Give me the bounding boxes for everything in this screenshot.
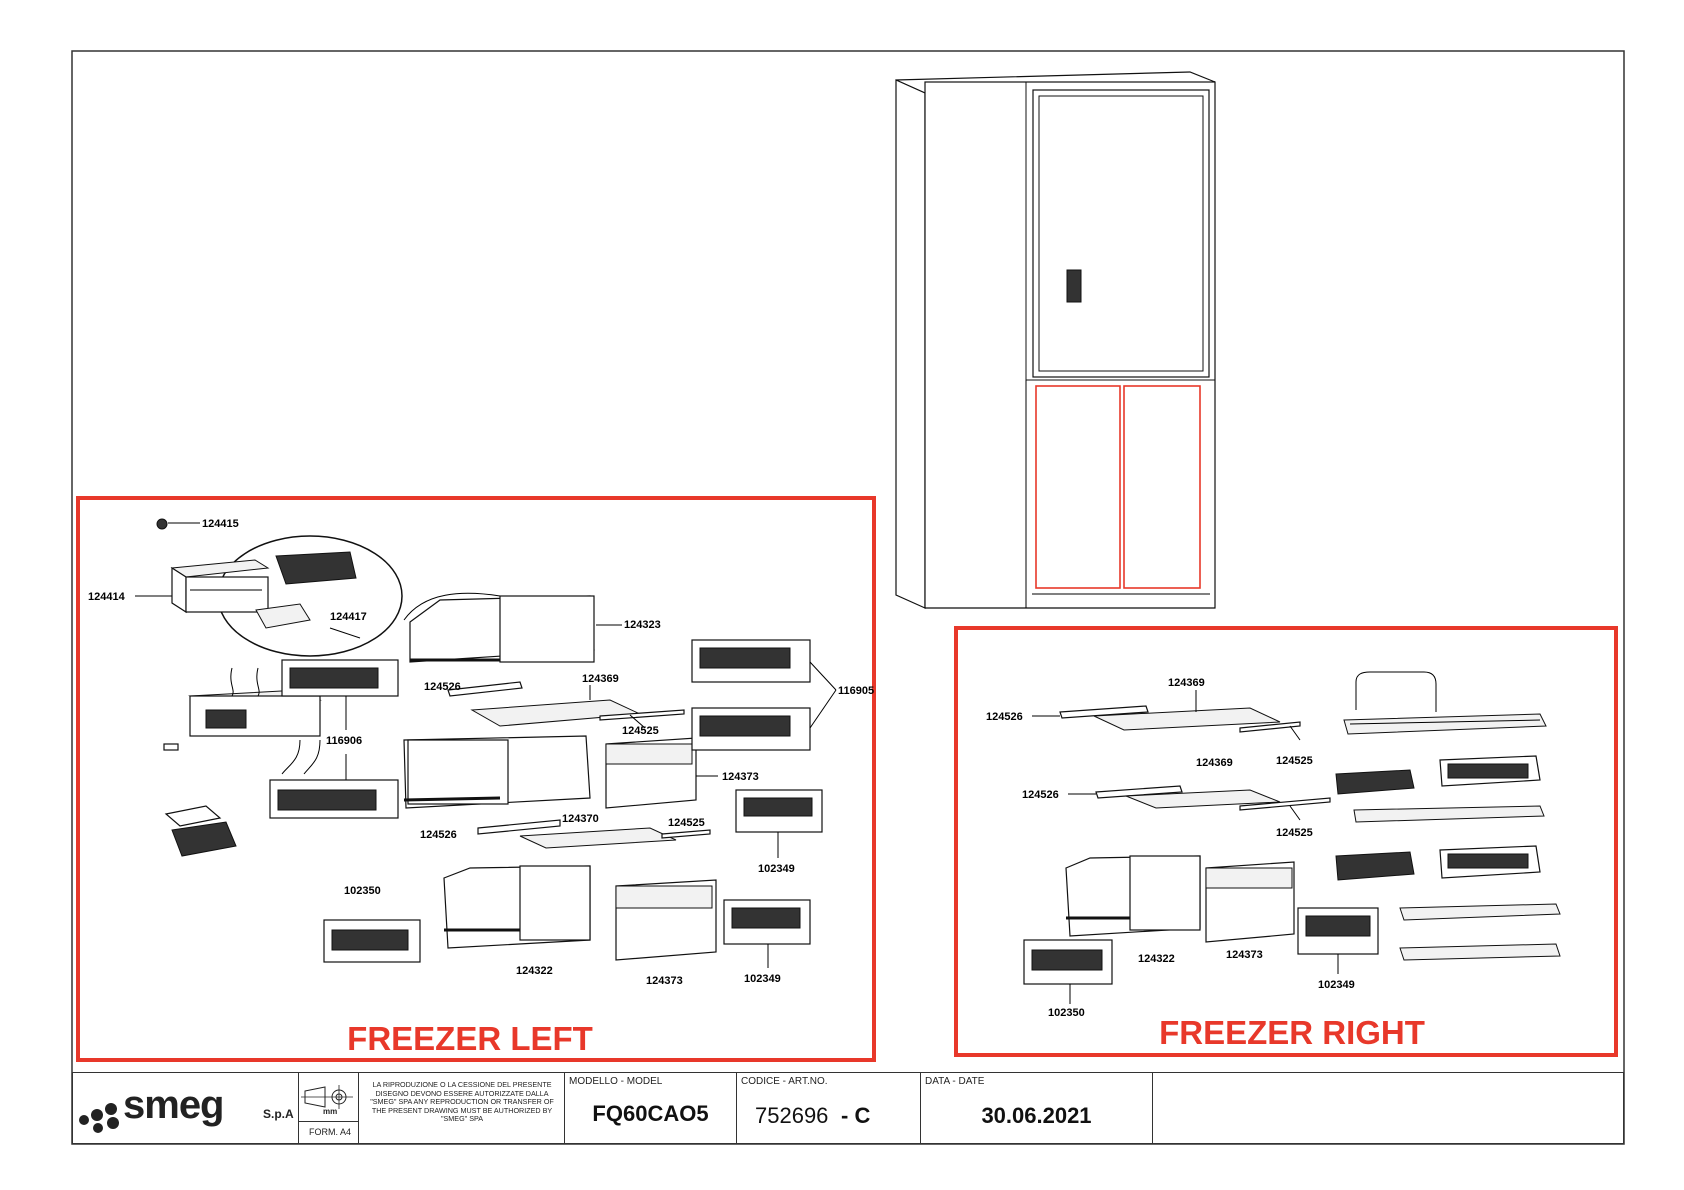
label-102349-right: 102349	[1318, 979, 1355, 991]
freezer-left-parts	[135, 518, 837, 968]
label-124525-mid: 124525	[1276, 827, 1313, 839]
label-124525-top: 124525	[1276, 755, 1313, 767]
sheet-frame	[71, 50, 1625, 1145]
title-block: smeg S.p.A mm FORM. A4 LA RIPRODUZIONE O…	[72, 1072, 1624, 1144]
label-124370: 124370	[562, 813, 599, 825]
label-124369: 124369	[582, 673, 619, 685]
legal-notice: LA RIPRODUZIONE O LA CESSIONE DEL PRESEN…	[370, 1080, 554, 1124]
date-value: 30.06.2021	[981, 1103, 1092, 1128]
freezer-right-panel	[954, 626, 1618, 1057]
label-116905: 116905	[838, 685, 874, 697]
brand-suffix: S.p.A	[263, 1107, 294, 1121]
label-124526-mid: 124526	[1022, 789, 1059, 801]
projection-symbol-icon	[301, 1085, 353, 1109]
label-124373-a: 124373	[722, 771, 759, 783]
date-heading: DATA - DATE	[925, 1076, 985, 1087]
date-cell: DATA - DATE 30.06.2021	[921, 1073, 1153, 1143]
label-124322: 124322	[516, 965, 553, 977]
label-116906: 116906	[326, 735, 362, 747]
label-124322-right: 124322	[1138, 953, 1175, 965]
label-102349-b: 102349	[744, 973, 781, 985]
label-124373-right: 124373	[1226, 949, 1263, 961]
label-102350-right: 102350	[1048, 1007, 1085, 1019]
model-value: FQ60CAO5	[592, 1101, 709, 1126]
label-124369-mid: 124369	[1196, 757, 1233, 769]
freezer-right-parts	[1023, 671, 1561, 1004]
label-124369-top: 124369	[1168, 677, 1205, 689]
label-124525-b: 124525	[668, 817, 705, 829]
code-value: 752696	[755, 1103, 829, 1128]
model-heading: MODELLO - MODEL	[569, 1076, 663, 1087]
freezer-right-door-highlight	[1123, 385, 1201, 589]
knob-part	[156, 518, 168, 530]
unit-label: mm	[323, 1107, 338, 1116]
label-102350: 102350	[344, 885, 381, 897]
code-cell: CODICE - ART.NO. 752696 - C	[737, 1073, 921, 1143]
code-revision: - C	[841, 1103, 871, 1128]
format-label: FORM. A4	[309, 1127, 352, 1137]
fridge-overview	[895, 71, 1216, 609]
label-124417: 124417	[330, 611, 367, 623]
label-124526-top: 124526	[986, 711, 1023, 723]
code-heading: CODICE - ART.NO.	[741, 1076, 828, 1087]
label-102349-a: 102349	[758, 863, 795, 875]
label-124415: 124415	[202, 518, 239, 530]
freezer-left-panel	[76, 496, 876, 1062]
freezer-left-door-highlight	[1035, 385, 1121, 589]
label-124323: 124323	[624, 619, 661, 631]
model-cell: MODELLO - MODEL FQ60CAO5	[565, 1073, 737, 1143]
label-124526-b: 124526	[420, 829, 457, 841]
label-124525-a: 124525	[622, 725, 659, 737]
label-124414: 124414	[88, 591, 126, 603]
label-124373-b: 124373	[646, 975, 683, 987]
logo-cell: smeg S.p.A	[73, 1073, 299, 1143]
legal-cell: LA RIPRODUZIONE O LA CESSIONE DEL PRESEN…	[359, 1073, 565, 1143]
label-124526-a: 124526	[424, 681, 461, 693]
freezer-right-title: FREEZER RIGHT	[1159, 1014, 1425, 1051]
brand-logo: smeg	[123, 1083, 224, 1127]
projection-cell: mm FORM. A4	[299, 1073, 359, 1143]
freezer-left-title: FREEZER LEFT	[347, 1020, 593, 1057]
